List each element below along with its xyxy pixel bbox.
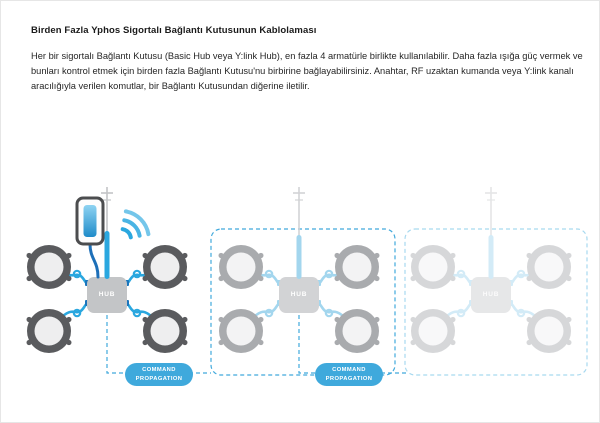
- hub-label-3: HUB: [482, 291, 500, 298]
- wiring-diagram: HUB HUB HUB COMMAND PROPAGATION COMMAND …: [1, 173, 599, 418]
- antenna-feed-cable-1: [104, 231, 110, 279]
- command-propagation-badge-1: COMMAND PROPAGATION: [125, 363, 193, 386]
- command-propagation-badge-2: COMMAND PROPAGATION: [315, 363, 383, 386]
- antenna-feed-cable-3: [488, 235, 494, 279]
- wall-switch-icon: [75, 196, 105, 279]
- group-box-3: [404, 228, 588, 376]
- hub-label-2: HUB: [290, 291, 308, 298]
- group-box-2: [210, 228, 396, 376]
- wiring-diagram-graphic: [25, 185, 588, 376]
- page-title: Birden Fazla Yphos Sigortalı Bağlantı Ku…: [31, 25, 317, 36]
- hub-label-1: HUB: [98, 291, 116, 298]
- rf-signal-icon: [120, 209, 151, 240]
- antenna-feed-cable-2: [296, 235, 302, 279]
- body-paragraph: Her bir sigortalı Bağlantı Kutusu (Basic…: [31, 51, 583, 91]
